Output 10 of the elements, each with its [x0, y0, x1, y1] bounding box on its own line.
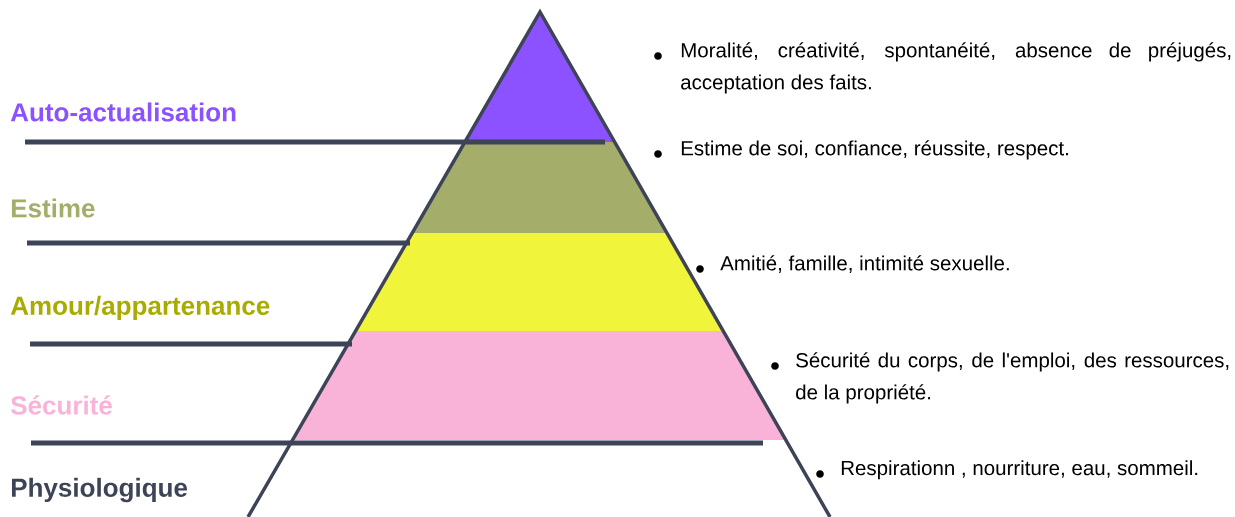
- level-name: Physiologique: [11, 477, 188, 503]
- level-name: Amour/appartenance: [10, 295, 270, 321]
- description: Sécurité du corps, de l'emploi, des ressources, de la propriété.: [796, 352, 1229, 404]
- description: Respirationn , nourriture, eau, sommeil.: [841, 460, 1198, 480]
- description: Moralité, créativité, spontanéité, absence de préjugés, acceptation des faits.: [681, 42, 1231, 94]
- level-name: Estime: [11, 198, 95, 218]
- level-name: Sécurité: [10, 395, 112, 415]
- description: Estime de soi, confiance, réussite, respect.: [681, 140, 1068, 160]
- level-name: Auto-actualisation: [10, 102, 236, 122]
- description: Amitié, famille, intimité sexuelle.: [720, 255, 1009, 273]
